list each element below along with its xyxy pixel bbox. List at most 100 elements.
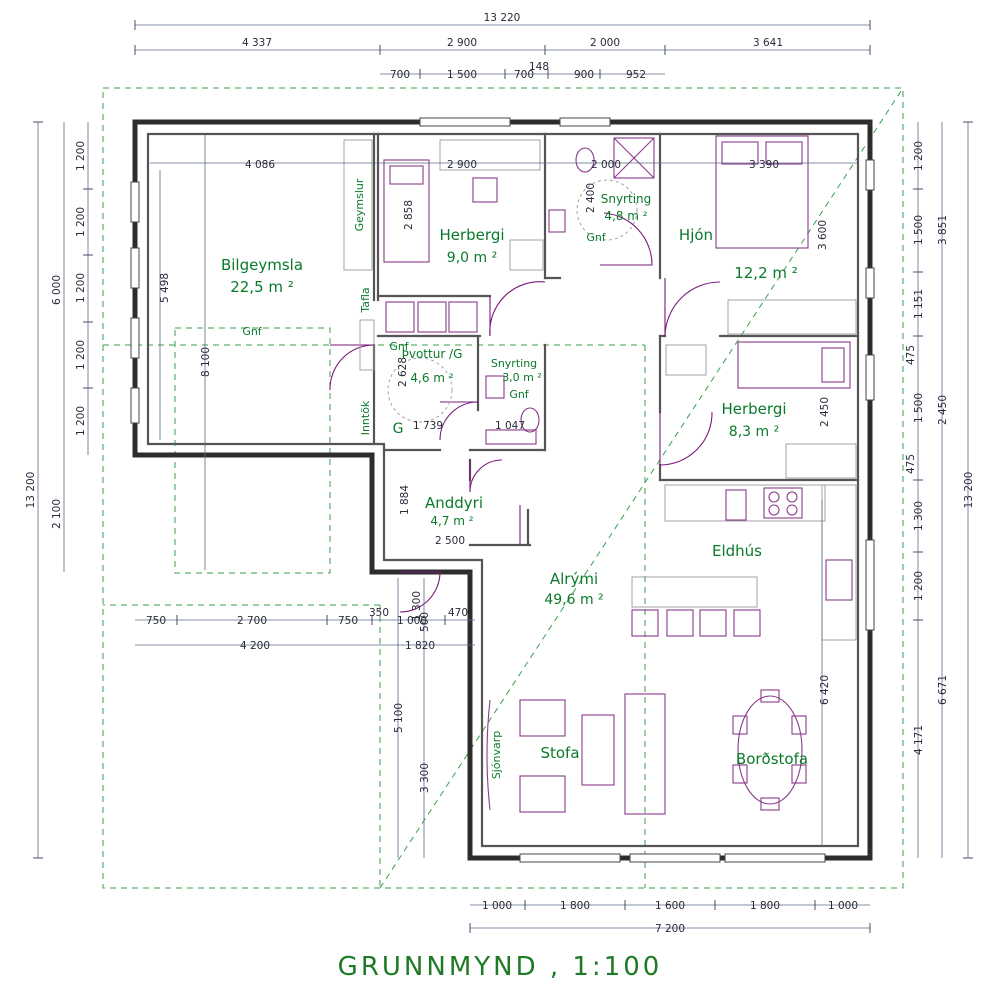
dim-v-2400: 2 400: [585, 183, 597, 213]
room-bilgeymsla-area: 22,5 m ²: [230, 278, 294, 296]
room-alrymi-area: 49,6 m ²: [544, 592, 603, 608]
dim-top-1: 4 337: [242, 37, 272, 49]
window-living-3: [724, 853, 826, 863]
door-garage-laundry: [329, 344, 375, 391]
dim-right-2450: 2 450: [937, 395, 949, 425]
dim-h-1739: 1 739: [413, 420, 443, 432]
stool-3: [699, 609, 727, 637]
dim-right-475a: 475: [905, 345, 917, 365]
bed-double: [715, 135, 809, 249]
stool-4: [733, 609, 761, 637]
dim-right-outer: 13 200: [963, 472, 975, 509]
dining-chair-6: [760, 797, 780, 811]
room-stofa-name: Stofa: [540, 744, 579, 762]
window-bath1: [559, 117, 611, 127]
shower-2: [485, 429, 537, 445]
dim-left-1200-a: 1 200: [75, 141, 87, 171]
sink-2: [485, 375, 505, 399]
dim-v-6420: 6 420: [819, 675, 831, 705]
wardrobe-master: [727, 299, 857, 335]
dim-inner-1: 4 086: [245, 159, 275, 171]
dim-left-2100: 2 100: [51, 499, 63, 529]
room-thvottur-name: Þvottur /G: [402, 347, 463, 361]
window-kitchen: [865, 539, 875, 631]
kitchen-counter-top: [664, 484, 826, 522]
tv-unit: [486, 699, 491, 811]
guide-square: [102, 87, 904, 889]
dim-left-1200-b: 1 200: [75, 207, 87, 237]
dim-sub-3: 700: [514, 69, 534, 81]
room-hjon-area: 12,2 m ²: [734, 264, 798, 282]
sofa: [624, 693, 666, 815]
window-master-2: [865, 267, 875, 299]
bed-single-2: [737, 341, 851, 389]
dim-right-a3: 1 151: [913, 289, 925, 319]
dim-right-a2: 1 500: [913, 215, 925, 245]
dim-h-2500: 2 500: [435, 535, 465, 547]
burner-4: [786, 504, 798, 516]
dim-bottom-1000: 1 000: [397, 615, 427, 627]
label-geymslur: Geymslur: [353, 178, 366, 231]
pillow-1: [389, 165, 424, 185]
door-front: [399, 571, 441, 613]
dim-top-2: 2 900: [447, 37, 477, 49]
electrical-panel: [359, 319, 375, 371]
dim-bottom-1820: 1 820: [405, 640, 435, 652]
dim-bottom-row-3: 1 600: [655, 900, 685, 912]
dim-sub-2: 1 500: [447, 69, 477, 81]
dim-garage-1: 750: [146, 615, 166, 627]
label-inntok: Inntök: [359, 400, 372, 435]
dim-bottom-row-1: 1 000: [482, 900, 512, 912]
turning-circle-2: [387, 357, 453, 423]
burner-3: [768, 504, 780, 516]
dimension-lines: [37, 24, 969, 929]
room-labels: Bilgeymsla 22,5 m ² Herbergi 9,0 m ² Sny…: [221, 178, 808, 779]
dining-chair-3: [791, 715, 807, 735]
room-bordstofa-name: Borðstofa: [736, 750, 808, 768]
dim-left-outer: 13 200: [25, 472, 37, 509]
dim-bottom-row-2: 1 800: [560, 900, 590, 912]
room-snyrting2-area: 3,0 m ²: [502, 371, 542, 384]
storage-shelves: [343, 139, 373, 271]
fridge: [725, 489, 747, 521]
dimension-texts: 13 220 4 337 2 900 2 000 3 641 700 1 500…: [25, 12, 975, 935]
dim-bottom-4200: 4 200: [240, 640, 270, 652]
label-gnf-bath1: Gnf: [586, 231, 606, 244]
burner-1: [768, 491, 780, 503]
doors: [329, 212, 721, 613]
dining-chair-5: [760, 689, 780, 703]
pillow-2b: [765, 141, 803, 165]
dim-sub-5: 900: [574, 69, 594, 81]
dim-inner-2: 2 900: [447, 159, 477, 171]
label-sjonvarp: Sjónvarp: [490, 731, 503, 780]
dining-chair-2: [732, 764, 748, 784]
dim-v-2628: 2 628: [397, 357, 409, 387]
room-eldhus-name: Eldhús: [712, 542, 762, 560]
door-bed1: [489, 281, 546, 337]
label-g: G: [393, 421, 404, 437]
desk-bed1: [439, 139, 541, 171]
window-garage-1: [130, 181, 140, 223]
chair-bed1: [472, 177, 498, 203]
shower-1-x2: [613, 137, 655, 179]
dim-v-1884: 1 884: [399, 485, 411, 515]
label-gnf-bath2: Gnf: [509, 388, 529, 401]
label-gnf-garage: Gnf: [242, 325, 262, 338]
dim-inner-3: 2 000: [591, 159, 621, 171]
room-anddyri-name: Anddyri: [425, 494, 483, 512]
dim-sub-4: 148: [529, 61, 549, 73]
room-bilgeymsla-name: Bilgeymsla: [221, 256, 303, 274]
dim-bottom-350: 350: [369, 607, 389, 619]
window-bed1: [419, 117, 511, 127]
door-master: [664, 278, 721, 337]
kitchen-sink: [825, 559, 853, 601]
room-herbergi1-name: Herbergi: [439, 226, 504, 244]
dim-right-6671: 6 671: [937, 675, 949, 705]
dim-v-2450: 2 450: [819, 397, 831, 427]
dim-left-6000: 6 000: [51, 275, 63, 305]
pillow-3: [821, 347, 845, 383]
dim-v-3600: 3 600: [817, 220, 829, 250]
dim-right-475b: 475: [905, 454, 917, 474]
room-herbergi1-area: 9,0 m ²: [447, 250, 497, 266]
kitchen-island: [631, 576, 758, 608]
